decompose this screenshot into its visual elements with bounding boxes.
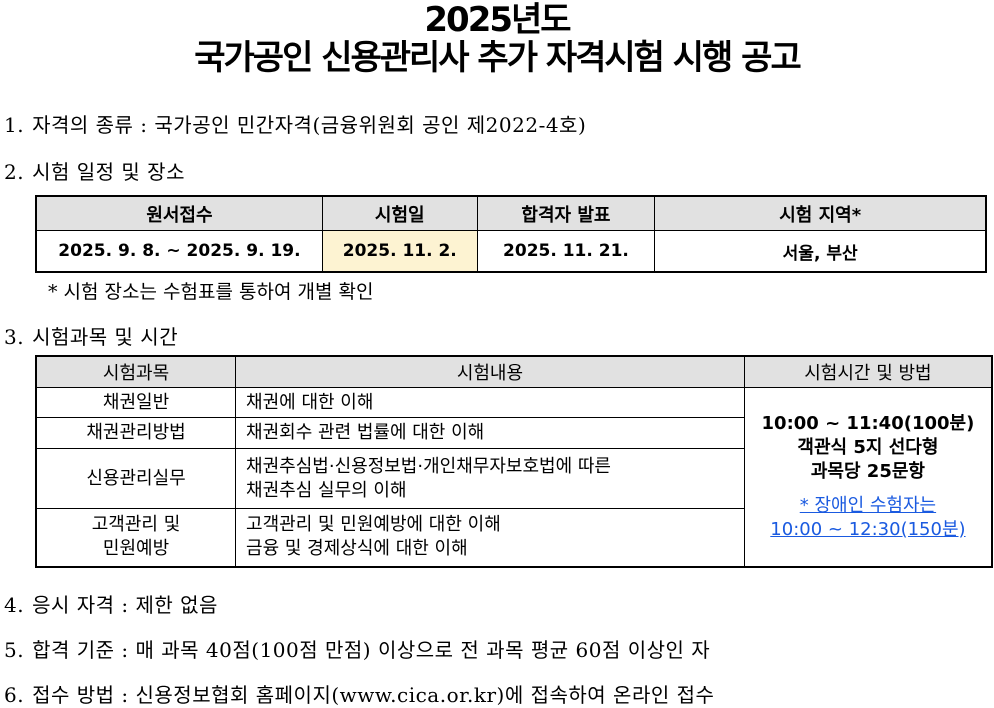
schedule-header-results: 합격자 발표 [476,195,656,231]
subject-content-line: 채권추심법·신용정보법·개인채무자보호법에 따른 [246,455,611,477]
section-number: 6. [4,683,25,707]
subject-content-line: 금융 및 경제상식에 대한 이해 [246,538,468,560]
exam-format: 객관식 5지 선다형 [797,436,939,458]
subject-name: 채권일반 [35,387,237,418]
subject-name: 채권관리방법 [35,417,237,449]
subject-content-line: 고객관리 및 민원예방에 대한 이해 [246,514,501,536]
notice-title: 국가공인 신용관리사 추가 자격시험 시행 공고 [194,38,802,78]
disabled-note-line2: 10:00 ~ 12:30(150분) [770,518,966,540]
section-number: 1. [4,113,25,137]
schedule-header-application: 원서접수 [35,195,323,231]
subject-content: 채권에 대한 이해 [235,387,745,418]
notice-title-year: 2025년도 [424,0,571,40]
subjects-header-method: 시험시간 및 방법 [743,355,993,388]
section-text: 시험 일정 및 장소 [32,160,185,184]
schedule-exam-date: 2025. 11. 2. [321,230,478,273]
subject-content: 채권추심법·신용정보법·개인채무자보호법에 따른 채권추심 실무의 이해 [235,448,745,509]
subject-row: 채권일반 채권에 대한 이해 10:00 ~ 11:40(100분) 객관식 5… [35,387,993,567]
section-qualification-type: 1. 자격의 종류 : 국가공인 민간자격(금융위원회 공인 제2022-4호) [4,112,586,138]
section-number: 4. [4,593,25,617]
subject-name-line: 고객관리 및 [91,514,181,536]
section-text: 자격의 종류 : 국가공인 민간자격(금융위원회 공인 제2022-4호) [32,113,587,137]
subject-row: 신용관리실무 채권추심법·신용정보법·개인채무자보호법에 따른 채권추심 실무의… [35,448,992,509]
section-eligibility: 4. 응시 자격 : 제한 없음 [4,592,218,618]
section-subjects-heading: 3. 시험과목 및 시간 [4,324,178,350]
section-number: 2. [4,160,25,184]
schedule-header-exam-date: 시험일 [321,195,478,231]
subject-row: 고객관리 및 민원예방 고객관리 및 민원예방에 대한 이해 금융 및 경제상식… [35,508,992,567]
schedule-row: 2025. 9. 8. ~ 2025. 9. 19. 2025. 11. 2. … [35,230,987,273]
section-schedule-heading: 2. 시험 일정 및 장소 [4,159,185,185]
section-text: 접수 방법 : 신용정보협회 홈페이지(www.cica.or.kr)에 접속하… [32,683,715,707]
section-number: 3. [4,325,25,349]
subject-name: 고객관리 및 민원예방 [35,508,237,567]
subject-content-line: 채권추심 실무의 이해 [246,479,407,501]
section-text: 응시 자격 : 제한 없음 [32,593,218,617]
disabled-note-line1: * 장애인 수험자는 [799,494,937,516]
section-number: 5. [4,638,25,662]
exam-time: 10:00 ~ 11:40(100분) [761,412,975,434]
subject-content: 채권회수 관련 법률에 대한 이해 [235,417,745,449]
subject-content: 고객관리 및 민원예방에 대한 이해 금융 및 경제상식에 대한 이해 [235,508,745,567]
subjects-header-content: 시험내용 [235,355,745,388]
subject-name-line: 민원예방 [102,538,170,560]
subject-name: 신용관리실무 [35,448,237,509]
subjects-header-row: 시험과목 시험내용 시험시간 및 방법 [35,355,993,388]
schedule-results-date: 2025. 11. 21. [476,230,656,273]
schedule-application-period: 2025. 9. 8. ~ 2025. 9. 19. [35,230,323,273]
section-passing-criteria: 5. 합격 기준 : 매 과목 40점(100점 만점) 이상으로 전 과목 평균… [4,637,710,663]
schedule-header-region: 시험 지역* [654,195,987,231]
schedule-header-row: 원서접수 시험일 합격자 발표 시험 지역* [35,195,987,231]
exam-question-count: 과목당 25문항 [810,460,925,482]
section-text: 합격 기준 : 매 과목 40점(100점 만점) 이상으로 전 과목 평균 6… [32,638,711,662]
schedule-region: 서울, 부산 [654,230,987,273]
subjects-table: 시험과목 시험내용 시험시간 및 방법 채권일반 채권에 대한 이해 10:00… [35,355,993,568]
section-application-method: 6. 접수 방법 : 신용정보협회 홈페이지(www.cica.or.kr)에 접… [4,682,714,708]
schedule-table: 원서접수 시험일 합격자 발표 시험 지역* 2025. 9. 8. ~ 202… [35,195,987,273]
schedule-note: * 시험 장소는 수험표를 통하여 개별 확인 [48,281,374,303]
section-text: 시험과목 및 시간 [32,325,179,349]
subjects-header-subject: 시험과목 [35,355,237,388]
subject-row: 채권관리방법 채권회수 관련 법률에 대한 이해 [35,417,992,449]
exam-method-cell: 10:00 ~ 11:40(100분) 객관식 5지 선다형 과목당 25문항 … [743,387,993,567]
